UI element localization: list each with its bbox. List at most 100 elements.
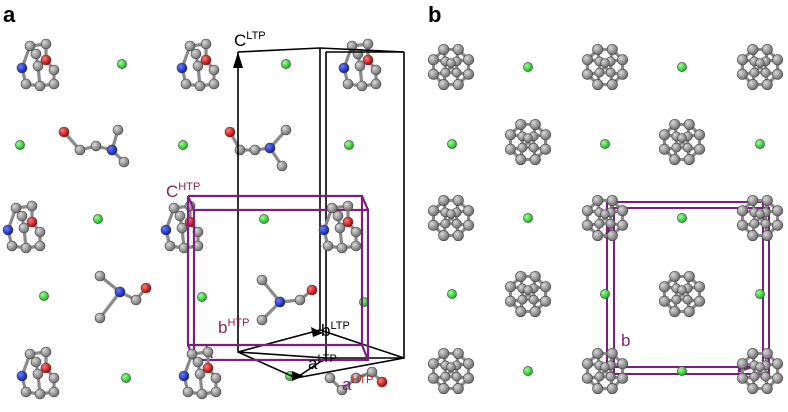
carbon-atom [736, 219, 748, 231]
nitrogen-atom [176, 62, 188, 74]
carbon-atom [463, 372, 475, 384]
carbon-atom [446, 362, 456, 372]
carbon-atom [427, 54, 439, 66]
carbon-atom [760, 67, 771, 78]
carbon-atom [528, 142, 539, 153]
carbon-atom [736, 205, 748, 217]
carbon-atom [747, 383, 759, 395]
carbon-atom [194, 368, 206, 380]
carbon-atom [761, 383, 773, 395]
carbon-atom [256, 274, 268, 286]
carbon-atom [736, 358, 748, 370]
chloride-atom [523, 366, 533, 376]
b-htp-label: bHTP [218, 317, 249, 337]
nitrogen-atom [160, 224, 172, 236]
carbon-atom [438, 194, 450, 206]
carbon-atom [90, 140, 102, 152]
carbon-atom [529, 118, 541, 130]
carbon-atom [772, 372, 784, 384]
carbon-atom [772, 219, 784, 231]
carbon-atom [540, 129, 552, 141]
a-ltp-arrow [292, 371, 304, 381]
carbon-atom [463, 358, 475, 370]
carbon-atom [581, 219, 593, 231]
carbon-atom [427, 68, 439, 80]
carbon-atom [594, 371, 605, 382]
panel-b: b b [427, 2, 784, 395]
carbon-atom [48, 78, 60, 90]
carbon-atom [747, 230, 759, 242]
chloride-atom [447, 139, 457, 149]
carbon-atom [669, 118, 681, 130]
c-ltp-label: CLTP [234, 30, 266, 50]
carbon-atom [600, 362, 610, 372]
carbon-atom [40, 38, 52, 50]
carbon-atom [671, 142, 682, 153]
chloride-atom [197, 292, 207, 302]
carbon-atom [24, 40, 36, 52]
chloride-atom [523, 62, 533, 72]
carbon-atom [581, 372, 593, 384]
carbon-atom [600, 209, 610, 219]
nitrogen-atom [178, 370, 190, 382]
carbon-atom [581, 205, 593, 217]
carbon-atom [540, 281, 552, 293]
carbon-atom [94, 270, 106, 282]
carbon-atom [32, 368, 44, 380]
carbon-atom [761, 230, 773, 242]
carbon-atom [10, 202, 22, 214]
carbon-atom [370, 64, 382, 76]
carbon-atom [451, 371, 462, 382]
carbon-atom [164, 240, 176, 252]
carbon-atom [617, 219, 629, 231]
carbon-atom [747, 43, 759, 55]
carbon-atom [694, 143, 706, 155]
chloride-atom [523, 213, 533, 223]
oxygen-atom [376, 376, 388, 388]
carbon-atom [736, 68, 748, 80]
carbon-atom [20, 242, 32, 254]
carbon-atom [180, 78, 192, 90]
carbon-atom [194, 80, 206, 92]
carbon-atom [350, 226, 362, 238]
htp-cell-edge [360, 344, 370, 361]
carbon-atom [592, 230, 604, 242]
carbon-atom [761, 79, 773, 91]
chloride-atom [677, 62, 687, 72]
carbon-atom [94, 312, 106, 324]
carbon-atom [334, 222, 346, 234]
chloride-atom [178, 140, 188, 150]
panel-a-letter: a [3, 2, 16, 27]
carbon-atom [671, 294, 682, 305]
chloride-atom [93, 214, 103, 224]
oxygen-atom [200, 54, 212, 66]
carbon-atom [736, 54, 748, 66]
carbon-atom [452, 347, 464, 359]
carbon-atom [190, 48, 202, 60]
carbon-atom [600, 58, 610, 68]
carbon-atom [18, 222, 30, 234]
carbon-atom [366, 366, 378, 378]
carbon-atom [192, 60, 204, 72]
carbon-atom [446, 209, 456, 219]
carbon-atom [118, 156, 130, 168]
carbon-atom [592, 43, 604, 55]
carbon-atom [515, 270, 527, 282]
carbon-atom [694, 281, 706, 293]
carbon-atom [592, 194, 604, 206]
carbon-atom [48, 64, 60, 76]
carbon-atom [210, 386, 222, 398]
carbon-atom [234, 144, 246, 156]
carbon-atom [202, 346, 214, 358]
c-ltp-arrow [233, 52, 243, 68]
carbon-atom [438, 347, 450, 359]
carbon-atom [208, 64, 220, 76]
carbon-atom [26, 200, 38, 212]
carbon-atom [350, 240, 362, 252]
a-ltp-label: aLTP [308, 353, 337, 373]
htp-unit-cell [186, 194, 370, 362]
carbon-atom [669, 270, 681, 282]
nitrogen-atom [114, 286, 126, 298]
carbon-atom [529, 306, 541, 318]
